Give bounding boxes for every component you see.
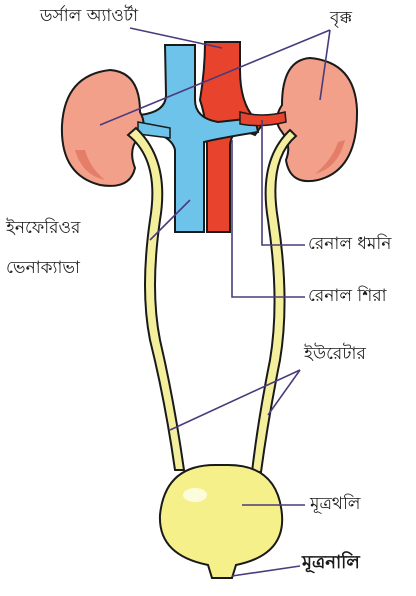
label-urinary-bladder: মূত্রথলি bbox=[310, 494, 360, 514]
leader-urethra bbox=[232, 566, 300, 576]
leader-ureter-left bbox=[170, 370, 300, 430]
label-renal-vein: রেনাল শিরা bbox=[308, 286, 387, 306]
label-dorsal-aorta: ডর্সাল অ্যাওর্টা bbox=[40, 6, 138, 26]
label-kidney: বৃক্ক bbox=[330, 8, 352, 28]
urinary-bladder bbox=[160, 465, 282, 578]
right-renal-artery bbox=[240, 112, 286, 126]
right-ureter bbox=[252, 130, 296, 472]
label-renal-artery: রেনাল ধমনি bbox=[308, 234, 391, 254]
label-urethra: মূত্রনালি bbox=[302, 553, 360, 573]
right-kidney bbox=[277, 58, 357, 181]
label-ureter: ইউরেটার bbox=[304, 344, 366, 364]
left-kidney bbox=[62, 70, 144, 186]
bladder-highlight bbox=[183, 488, 207, 502]
label-inferior-vena-cava-2: ভেনাক্যাভা bbox=[6, 258, 80, 278]
label-inferior-vena-cava-1: ইনফেরিওর bbox=[6, 218, 80, 238]
